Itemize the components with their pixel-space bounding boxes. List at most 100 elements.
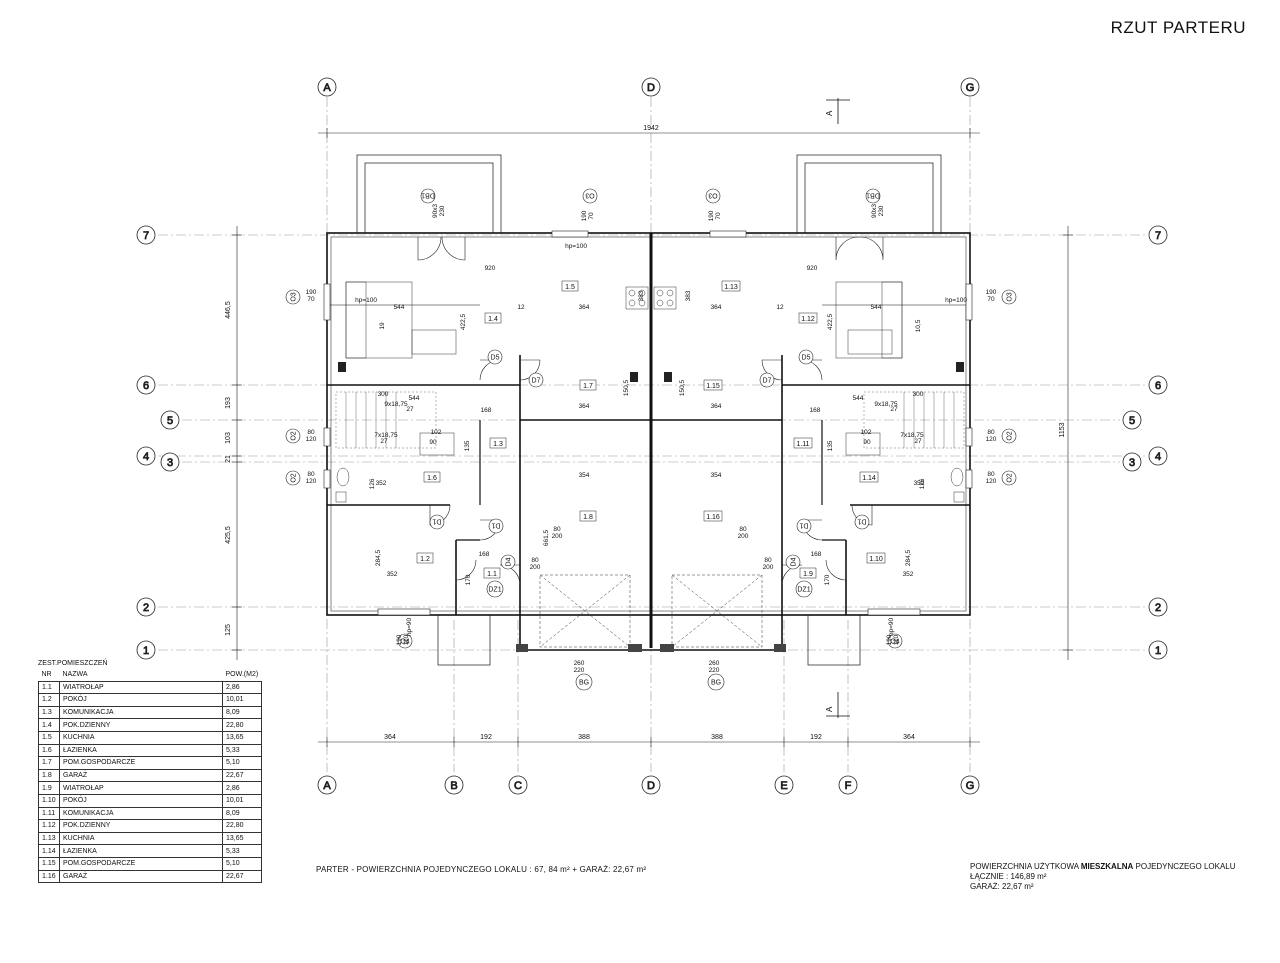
cell-name: KUCHNIA (59, 831, 223, 846)
marker-D7-right: D7 (759, 372, 775, 388)
room-label-1-15: 1.15 (703, 379, 723, 391)
svg-text:hp=100: hp=100 (355, 297, 377, 304)
svg-text:200: 200 (763, 564, 774, 571)
svg-text:364: 364 (579, 304, 590, 311)
svg-text:80: 80 (987, 471, 995, 478)
svg-text:1.2: 1.2 (420, 556, 430, 563)
section-marker-top: A (825, 98, 850, 124)
cell-nr: 1.1 (38, 680, 60, 695)
dim-left-2: 193 (225, 397, 232, 409)
svg-text:150,5: 150,5 (623, 379, 630, 396)
svg-text:BG: BG (711, 680, 721, 687)
svg-text:1: 1 (143, 645, 149, 657)
dim-left-1: 446,5 (225, 301, 232, 319)
header-area: POW.(M2) (225, 671, 259, 679)
axis-bubble-left-6: 6 (136, 375, 156, 395)
svg-text:hp=100: hp=100 (565, 243, 587, 250)
svg-text:920: 920 (485, 265, 496, 272)
svg-text:1.1: 1.1 (487, 571, 497, 578)
room-label-1-13: 1.13 (721, 280, 741, 292)
svg-text:90x3: 90x3 (432, 204, 439, 218)
header-name: NAZWA (62, 671, 88, 679)
cell-area: 5,10 (222, 856, 262, 871)
marker-DZ1-right: DZ1 (795, 580, 813, 598)
garage-doors (539, 574, 763, 648)
cell-name: GARAŻ (59, 768, 223, 783)
svg-text:80: 80 (739, 526, 747, 533)
svg-text:284,5: 284,5 (905, 549, 912, 566)
room-label-1-11: 1.11 (793, 437, 813, 449)
axis-bubble-bottom-A: A (317, 775, 337, 795)
svg-text:1.10: 1.10 (869, 556, 883, 563)
marker-D4-right: D4 (785, 554, 801, 570)
svg-text:D1: D1 (432, 518, 441, 525)
windows (323, 230, 973, 616)
svg-text:168: 168 (810, 407, 821, 414)
dim-left-6: 125 (225, 624, 232, 636)
cell-area: 13,65 (222, 730, 262, 745)
usable-area-total: ŁĄCZNIE : 146,89 m² (970, 872, 1047, 881)
svg-text:354: 354 (579, 472, 590, 479)
axis-bubble-top-D: D (641, 77, 661, 97)
svg-text:hp=90: hp=90 (406, 617, 413, 636)
svg-text:90: 90 (429, 439, 437, 446)
svg-text:1.14: 1.14 (862, 475, 876, 482)
cell-name: WIATROŁAP (59, 680, 223, 695)
svg-text:80: 80 (531, 557, 539, 564)
room-label-1-5: 1.5 (561, 280, 579, 292)
furniture (335, 281, 965, 503)
svg-text:3: 3 (1129, 457, 1135, 469)
room-label-1-9: 1.9 (799, 567, 817, 579)
svg-text:2: 2 (143, 602, 149, 614)
svg-text:D4: D4 (506, 557, 513, 566)
svg-text:9x18,75: 9x18,75 (874, 401, 898, 408)
marker-O4-right: O4 (887, 633, 903, 649)
cell-nr: 1.6 (38, 743, 60, 758)
cell-name: POK.DZIENNY (59, 819, 223, 833)
axis-bubble-bottom-B: B (444, 775, 464, 795)
usable-area-heading: POWIERZCHNIA UŻYTKOWA MIESZKALNA POJEDYN… (970, 862, 1236, 872)
garage-door-jambs (516, 644, 786, 652)
axis-bubble-right-1: 1 (1148, 640, 1168, 660)
svg-text:O3: O3 (708, 192, 717, 199)
dim-left-3: 103 (225, 432, 232, 444)
svg-text:70: 70 (307, 296, 315, 303)
svg-text:120: 120 (306, 478, 317, 485)
svg-text:80: 80 (307, 429, 315, 436)
cell-nr: 1.2 (38, 693, 60, 707)
svg-text:352: 352 (376, 480, 387, 487)
svg-text:1.8: 1.8 (583, 514, 593, 521)
svg-text:1.16: 1.16 (706, 514, 720, 521)
svg-text:80: 80 (764, 557, 772, 564)
svg-text:B: B (450, 780, 457, 792)
svg-text:1.5: 1.5 (565, 284, 575, 291)
svg-text:7x18,75: 7x18,75 (374, 432, 398, 439)
cell-nr: 1.9 (38, 781, 60, 795)
svg-text:DZ1: DZ1 (797, 587, 810, 594)
dim-right-total: 1153 (1059, 422, 1066, 437)
svg-text:D5: D5 (491, 355, 500, 362)
chimneys (338, 362, 964, 382)
axis-bubble-left-4: 4 (136, 446, 156, 466)
axis-bubble-bottom-G: G (960, 775, 980, 795)
svg-text:O3: O3 (291, 292, 298, 301)
svg-text:383: 383 (638, 290, 645, 301)
unit-area-summary: PARTER - POWIERZCHNIA POJEDYNCZEGO LOKAL… (316, 865, 647, 874)
axis-bubble-right-6: 6 (1148, 375, 1168, 395)
svg-text:190: 190 (886, 634, 893, 645)
svg-text:364: 364 (711, 403, 722, 410)
svg-text:170: 170 (824, 574, 831, 585)
marker-O2-right-lower: O2 (1001, 470, 1017, 486)
svg-text:A: A (323, 82, 331, 94)
svg-text:9x18,75: 9x18,75 (384, 401, 408, 408)
room-label-1-4: 1.4 (484, 312, 502, 324)
